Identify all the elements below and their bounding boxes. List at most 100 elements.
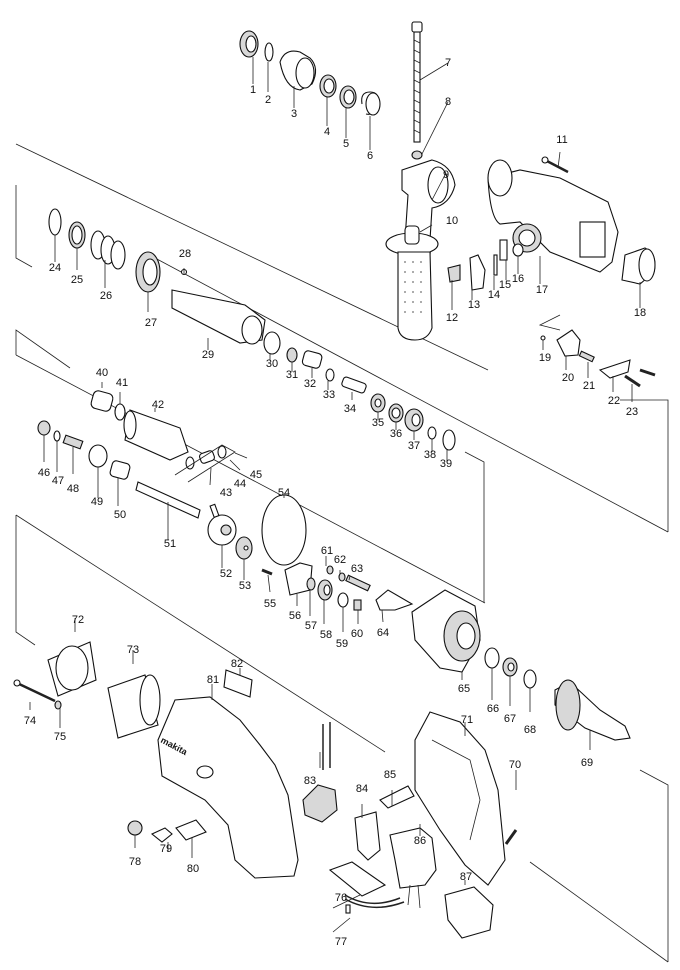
part-39-retaining-ring — [442, 429, 456, 451]
part-number-label-12: 12 — [446, 312, 458, 324]
part-number-label-39: 39 — [440, 458, 452, 470]
part-62-ring — [338, 572, 346, 582]
part-49-clutch — [88, 444, 108, 468]
part-45-ring — [217, 445, 227, 459]
part-number-label-66: 66 — [487, 703, 499, 715]
part-number-label-14: 14 — [488, 289, 500, 301]
part-number-label-64: 64 — [377, 627, 389, 639]
part-3-sleeve — [279, 50, 317, 91]
part-68-washer — [523, 669, 537, 689]
part-number-label-74: 74 — [24, 715, 36, 727]
guide-housing-bracket — [538, 314, 561, 331]
part-79-lock-button — [150, 827, 173, 843]
part-number-label-78: 78 — [129, 856, 141, 868]
part-63-spring — [345, 574, 371, 592]
part-64-change-plate — [375, 589, 414, 611]
part-number-label-32: 32 — [304, 378, 316, 390]
part-30-o-ring — [263, 331, 281, 355]
part-16-o-ring — [512, 243, 524, 257]
part-number-label-54: 54 — [278, 487, 290, 499]
part-number-label-51: 51 — [164, 538, 176, 550]
part-number-label-30: 30 — [266, 358, 278, 370]
part-number-label-15: 15 — [499, 279, 511, 291]
part-number-label-20: 20 — [562, 372, 574, 384]
part-number-label-13: 13 — [468, 299, 480, 311]
part-5-washer — [339, 85, 357, 109]
part-44-piston-pin — [199, 450, 215, 464]
part-number-label-69: 69 — [581, 757, 593, 769]
part-number-label-48: 48 — [67, 483, 79, 495]
part-70-screw — [504, 829, 518, 845]
part-number-label-29: 29 — [202, 349, 214, 361]
part-48-spring — [62, 434, 84, 450]
part-number-label-21: 21 — [583, 380, 595, 392]
part-61-nut — [326, 565, 334, 575]
part-number-label-70: 70 — [509, 759, 521, 771]
part-number-label-77: 77 — [335, 936, 347, 948]
part-71-housing-half — [414, 711, 506, 886]
part-number-label-26: 26 — [100, 290, 112, 302]
part-number-label-80: 80 — [187, 863, 199, 875]
part-number-label-42: 42 — [152, 399, 164, 411]
part-78-cap — [127, 820, 143, 836]
part-8-nut — [411, 150, 423, 160]
part-58-bearing — [317, 579, 333, 601]
part-27-bearing-retainer — [135, 251, 161, 293]
part-38-o-ring — [427, 426, 437, 440]
part-number-label-40: 40 — [96, 367, 108, 379]
part-number-label-58: 58 — [320, 629, 332, 641]
part-18-end-cap — [621, 247, 656, 285]
part-number-label-7: 7 — [445, 57, 451, 69]
part-number-label-19: 19 — [539, 352, 551, 364]
part-number-label-18: 18 — [634, 307, 646, 319]
part-14-pin — [493, 254, 498, 276]
part-number-label-84: 84 — [356, 783, 368, 795]
part-number-label-33: 33 — [323, 389, 335, 401]
part-11-screw — [541, 156, 569, 174]
part-2-ring — [264, 42, 274, 62]
part-number-label-10: 10 — [446, 215, 458, 227]
part-number-label-75: 75 — [54, 731, 66, 743]
part-40-striker — [90, 390, 114, 412]
part-number-label-71: 71 — [461, 714, 473, 726]
part-67-bearing — [502, 657, 518, 677]
part-number-label-8: 8 — [445, 96, 451, 108]
part-4-washer — [319, 74, 337, 98]
part-number-label-68: 68 — [524, 724, 536, 736]
part-36-ring — [388, 403, 404, 423]
part-7-long-bolt — [411, 21, 423, 143]
part-17-gear-housing — [487, 159, 619, 273]
part-42-piston-cylinder — [123, 409, 189, 461]
part-number-label-81: 81 — [207, 674, 219, 686]
part-number-label-31: 31 — [286, 369, 298, 381]
extra-screw — [639, 368, 656, 377]
part-72-brush-holder — [47, 641, 97, 697]
part-number-label-22: 22 — [608, 395, 620, 407]
part-number-label-27: 27 — [145, 317, 157, 329]
guide-housing-right — [620, 399, 669, 532]
part-number-label-82: 82 — [231, 658, 243, 670]
part-number-label-9: 9 — [443, 169, 449, 181]
part-75-washer — [54, 700, 62, 710]
part-53-gear — [235, 536, 253, 560]
part-number-label-25: 25 — [71, 274, 83, 286]
part-35-washer — [370, 393, 386, 413]
part-65-bearing-housing — [411, 589, 481, 673]
part-number-label-79: 79 — [160, 843, 172, 855]
part-number-label-16: 16 — [512, 273, 524, 285]
part-number-label-3: 3 — [291, 108, 297, 120]
guide-group-motor — [15, 515, 36, 646]
part-47-ring — [53, 430, 61, 442]
part-number-label-56: 56 — [289, 610, 301, 622]
part-number-label-52: 52 — [220, 568, 232, 580]
part-22-lever — [598, 359, 631, 379]
part-number-label-6: 6 — [367, 150, 373, 162]
part-number-label-34: 34 — [344, 403, 356, 415]
part-number-label-24: 24 — [49, 262, 61, 274]
part-76-controller — [328, 861, 387, 897]
part-number-label-47: 47 — [52, 475, 64, 487]
part-number-label-45: 45 — [250, 469, 262, 481]
part-number-label-86: 86 — [414, 835, 426, 847]
part-85-strain-relief — [379, 785, 415, 809]
